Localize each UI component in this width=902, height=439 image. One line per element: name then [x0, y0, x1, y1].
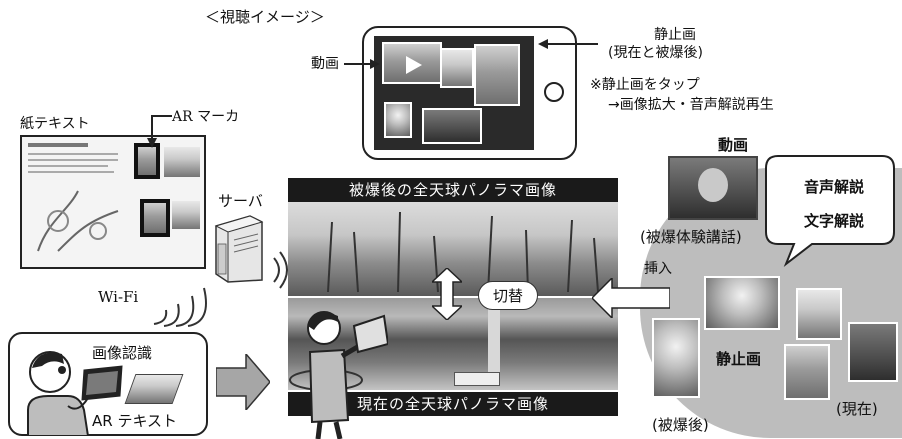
- ar-marker-2: [140, 199, 170, 237]
- testimony-label: (被爆体験講話): [640, 228, 742, 246]
- monument-pillar: [488, 304, 500, 376]
- video-heading: 動画: [718, 136, 749, 154]
- tablet-still-photo-1[interactable]: [440, 48, 474, 88]
- ar-text-label: AR テキスト: [92, 412, 178, 430]
- person-with-tablet-icon: [27, 351, 123, 436]
- ar-marker-label: AR マーカ: [172, 109, 240, 125]
- present-label: (現在): [836, 400, 878, 418]
- tablet-home-button[interactable]: [544, 82, 564, 102]
- image-recognition-label: 画像認識: [92, 344, 153, 362]
- still-label-line2: (現在と被爆後): [608, 45, 703, 61]
- server-wifi-icon: [273, 251, 288, 289]
- viewer-person-icon: [289, 311, 388, 439]
- still-label-arrow: [538, 39, 598, 49]
- tablet-frame: [362, 26, 577, 160]
- panel-photo-ruin[interactable]: [784, 344, 830, 400]
- video-label-arrow: [344, 59, 380, 69]
- server-icon: [214, 215, 264, 283]
- still-label-line1: 静止画: [654, 27, 696, 43]
- tap-note-line2: →画像拡大・音声解説再生: [608, 97, 774, 113]
- tap-note-line1: ※静止画をタップ: [590, 77, 700, 93]
- text-commentary-label: 文字解説: [804, 212, 865, 230]
- monument-sign: [454, 372, 500, 386]
- panel-photo-present-2[interactable]: [848, 322, 898, 382]
- panel-photo-cloud-2[interactable]: [652, 318, 700, 398]
- panel-photo-present-1[interactable]: [796, 288, 842, 340]
- testimony-video-photo[interactable]: [668, 156, 758, 220]
- insert-label: 挿入: [644, 261, 672, 277]
- paper-text-document: [20, 135, 206, 269]
- panorama-after-banner: 被爆後の全天球パノラマ画像: [288, 178, 618, 202]
- viewing-title: ＜視聴イメージ＞: [205, 8, 325, 26]
- panel-still-label: 静止画: [716, 350, 762, 368]
- wifi-label: Wi-Fi: [98, 288, 139, 306]
- ar-marker-arrow: [147, 115, 172, 148]
- speech-bubble: [765, 155, 895, 268]
- audio-commentary-label: 音声解説: [804, 178, 865, 196]
- tablet-still-photo-2[interactable]: [474, 44, 520, 106]
- insert-arrow: [592, 278, 670, 318]
- paper-text-label: 紙テキスト: [20, 116, 90, 132]
- after-bomb-label: (被爆後): [652, 416, 709, 434]
- switch-double-arrow: [432, 268, 462, 320]
- ar-marker-1: [134, 143, 160, 179]
- play-icon: [406, 56, 422, 74]
- flow-arrow-right: [216, 354, 270, 410]
- tablet-video-photo[interactable]: [382, 42, 442, 84]
- switch-label: 切替: [478, 281, 539, 310]
- wifi-signal-icon: [153, 287, 207, 327]
- tablet-still-photo-4[interactable]: [422, 108, 482, 144]
- tablet-still-photo-3[interactable]: [384, 102, 412, 138]
- server-label: サーバ: [218, 192, 263, 210]
- panel-photo-cloud-1[interactable]: [704, 276, 780, 330]
- video-label: 動画: [311, 56, 339, 72]
